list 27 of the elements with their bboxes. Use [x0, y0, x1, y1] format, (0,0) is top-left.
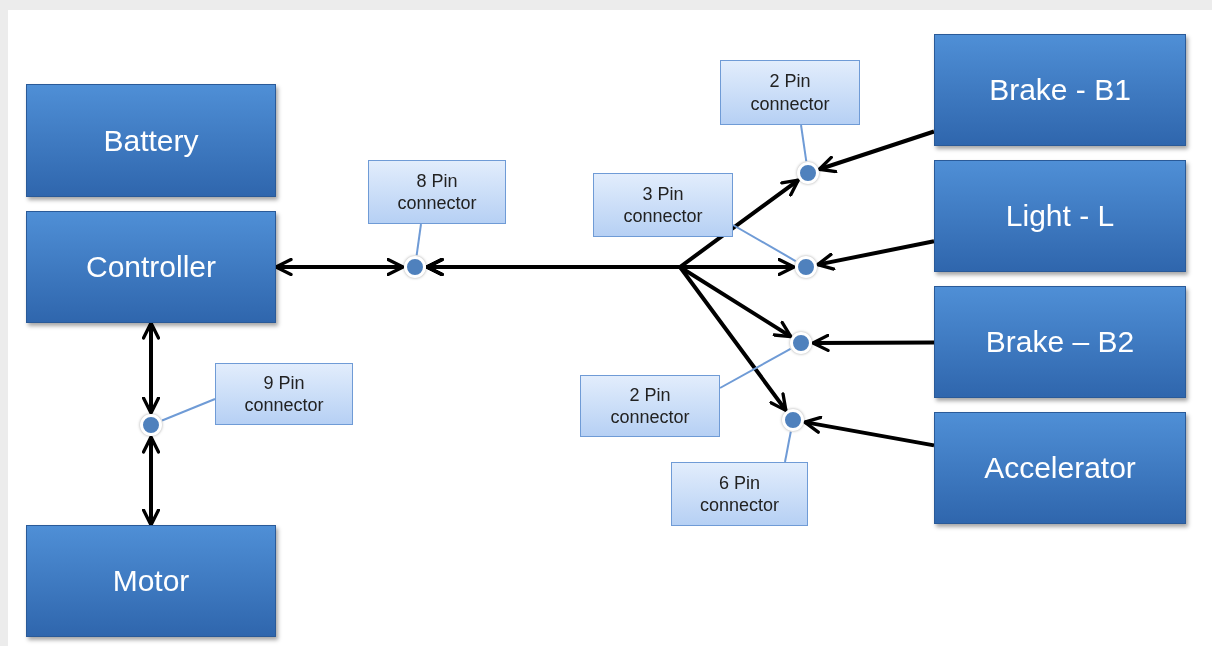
leader-line: [719, 347, 792, 389]
arrow: [816, 239, 935, 271]
callout-box: 2 Pin connector: [580, 375, 720, 437]
arrow: [274, 257, 405, 277]
arrow: [803, 415, 935, 448]
arrow: [141, 435, 161, 527]
component-box: Controller: [26, 211, 276, 323]
component-box: Battery: [26, 84, 276, 197]
callout-box: 3 Pin connector: [593, 173, 733, 237]
leader-line: [784, 430, 792, 463]
arrow: [141, 321, 161, 415]
component-box: Accelerator: [934, 412, 1186, 524]
arrow: [425, 257, 788, 412]
component-box: Brake - B1: [934, 34, 1186, 146]
component-box: Brake – B2: [934, 286, 1186, 398]
leader-line: [732, 224, 797, 262]
callout-box: 9 Pin connector: [215, 363, 353, 425]
component-box: Light - L: [934, 160, 1186, 272]
arrow: [811, 333, 934, 353]
callout-box: 8 Pin connector: [368, 160, 506, 224]
component-box: Motor: [26, 525, 276, 637]
leader-line: [800, 124, 808, 163]
callout-box: 6 Pin connector: [671, 462, 808, 526]
callout-box: 2 Pin connector: [720, 60, 860, 125]
leader-line: [415, 223, 422, 257]
arrow: [817, 129, 935, 174]
leader-line: [161, 398, 216, 422]
